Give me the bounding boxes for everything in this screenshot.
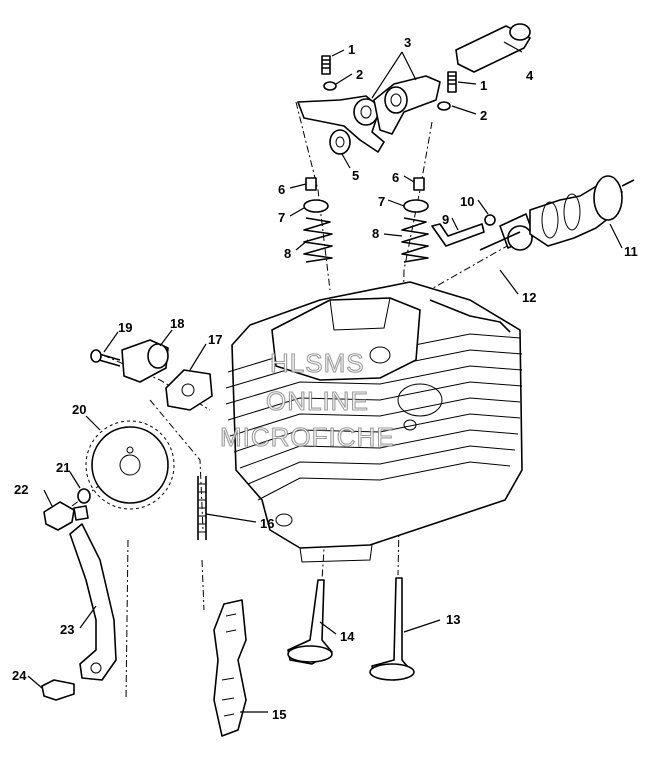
callout-6-right: 6 bbox=[392, 170, 399, 185]
cam-sprocket bbox=[43, 420, 175, 531]
valves bbox=[287, 577, 415, 681]
callout-7-left: 7 bbox=[278, 210, 285, 225]
callout-numbers: 1 2 3 1 2 4 5 6 6 7 7 8 8 9 10 11 12 13 … bbox=[12, 35, 638, 722]
callout-17: 17 bbox=[208, 332, 222, 347]
cylinder-head bbox=[225, 281, 523, 563]
callout-7-right: 7 bbox=[378, 194, 385, 209]
valve-springs bbox=[303, 177, 429, 263]
callout-22: 22 bbox=[14, 482, 28, 497]
callout-21: 21 bbox=[56, 460, 70, 475]
watermark-line-1: HLSMS bbox=[270, 348, 365, 378]
callout-20: 20 bbox=[72, 402, 86, 417]
callout-11: 11 bbox=[624, 244, 638, 259]
tensioner-shoe bbox=[41, 523, 117, 701]
callout-2-upper-left: 2 bbox=[356, 67, 363, 82]
chain-guide bbox=[213, 599, 247, 737]
callout-13: 13 bbox=[446, 612, 460, 627]
callout-10: 10 bbox=[460, 194, 474, 209]
callout-4: 4 bbox=[526, 68, 534, 83]
callout-14: 14 bbox=[340, 629, 355, 644]
callout-23: 23 bbox=[60, 622, 74, 637]
callout-6-left: 6 bbox=[278, 182, 285, 197]
callout-18: 18 bbox=[170, 316, 184, 331]
watermark-line-2: ONLINE bbox=[266, 386, 369, 416]
callout-16: 16 bbox=[260, 516, 274, 531]
callout-15: 15 bbox=[272, 707, 286, 722]
callout-24: 24 bbox=[12, 668, 27, 683]
callout-9: 9 bbox=[442, 212, 449, 227]
watermark-line-3: MICROFICHE bbox=[220, 422, 395, 452]
callout-8-right: 8 bbox=[372, 226, 379, 241]
watermark: HLSMS ONLINE MICROFICHE bbox=[219, 347, 395, 452]
callout-2-upper-right: 2 bbox=[480, 108, 487, 123]
cam-chain bbox=[197, 476, 207, 540]
camshaft-assembly bbox=[431, 175, 635, 251]
leader-lines bbox=[27, 41, 623, 713]
rocker-arm-assembly bbox=[297, 23, 531, 155]
callout-19: 19 bbox=[118, 320, 132, 335]
callout-1-upper-left: 1 bbox=[348, 42, 355, 57]
callout-1-upper-right: 1 bbox=[480, 78, 487, 93]
callout-8-left: 8 bbox=[284, 246, 291, 261]
callout-12: 12 bbox=[522, 290, 536, 305]
callout-3: 3 bbox=[404, 35, 411, 50]
tensioner-assembly bbox=[90, 339, 213, 411]
callout-5: 5 bbox=[352, 168, 359, 183]
